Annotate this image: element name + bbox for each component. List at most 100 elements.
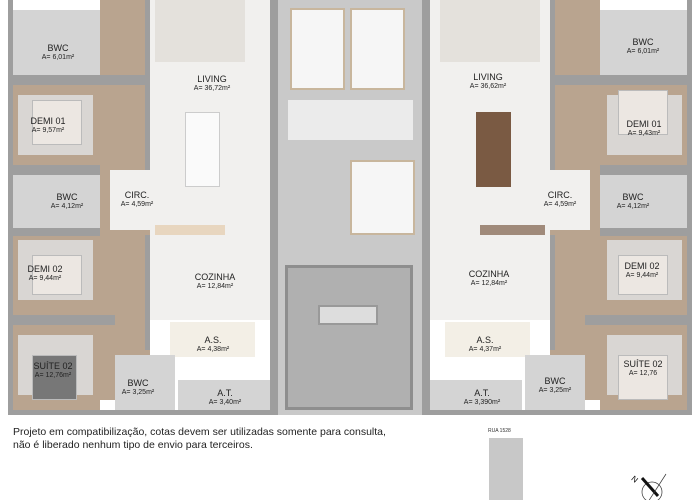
room-area: A= 4,12m² xyxy=(50,203,84,210)
bed xyxy=(32,100,82,145)
wall xyxy=(550,235,555,350)
hall xyxy=(288,100,413,140)
room-area: A= 12,76m² xyxy=(34,372,72,379)
room-name: SUÍTE 02 xyxy=(623,359,663,369)
room-name: CIRC. xyxy=(547,190,573,200)
wall xyxy=(10,410,275,415)
stair-landing xyxy=(318,305,378,325)
bwc-service-floor xyxy=(525,355,585,412)
as-floor xyxy=(445,322,530,357)
room-label: A.S.A= 4,37m² xyxy=(469,336,502,354)
wall xyxy=(10,315,115,325)
room-area: A= 9,57m² xyxy=(31,127,65,134)
compass-letter: N xyxy=(629,474,639,485)
circ-floor xyxy=(110,170,155,230)
room-name: A.T. xyxy=(474,388,490,398)
wall xyxy=(145,0,150,170)
room-area: A= 9,43m² xyxy=(627,130,661,137)
room-name: CIRC. xyxy=(124,190,150,200)
room-name: BWC xyxy=(544,376,566,386)
room-area: A= 4,12m² xyxy=(616,203,650,210)
wall xyxy=(10,165,100,175)
stairs xyxy=(285,265,413,410)
room-name: COZINHA xyxy=(194,272,236,282)
room-area: A= 4,37m² xyxy=(468,346,502,353)
room-name: LIVING xyxy=(197,74,227,84)
room-area: A= 4,59m² xyxy=(543,201,577,208)
room-area: A= 12,84m² xyxy=(470,280,508,287)
wall xyxy=(600,228,690,236)
street-label: RUA 1528 xyxy=(488,428,511,434)
as-floor xyxy=(170,322,255,357)
room-name: DEMI 02 xyxy=(624,261,660,271)
wall xyxy=(550,0,555,170)
wall xyxy=(687,0,692,415)
bed xyxy=(618,355,668,400)
room-name: A.T. xyxy=(217,388,233,398)
room-name: DEMI 01 xyxy=(626,119,662,129)
bed xyxy=(32,355,77,400)
bar-stools xyxy=(480,225,545,235)
dining-table xyxy=(476,112,511,187)
room-area: A= 3,25m² xyxy=(121,389,155,396)
room-label: A.T.A= 3,40m² xyxy=(209,389,242,407)
disclaimer-line: não é liberado nenhum tipo de envio para… xyxy=(13,439,253,451)
room-area: A= 4,38m² xyxy=(196,346,230,353)
disclaimer-note: Projeto em compatibilização, cotas devem… xyxy=(13,426,386,452)
room-area: A= 6,01m² xyxy=(626,48,660,55)
wall xyxy=(600,165,690,175)
room-name: BWC xyxy=(47,43,69,53)
room-name: A.S. xyxy=(476,335,494,345)
north-arrow-icon: N xyxy=(629,473,667,500)
bed xyxy=(32,255,82,295)
room-name: LIVING xyxy=(473,72,503,82)
wall xyxy=(270,0,278,415)
bar-stools xyxy=(155,225,225,235)
room-area: A= 9,44m² xyxy=(28,275,62,282)
room-area: A= 12,76 xyxy=(628,370,658,377)
elevator-shaft xyxy=(350,8,405,90)
room-label: A.T.A= 3,390m² xyxy=(464,389,500,407)
room-area: A= 9,44m² xyxy=(625,272,659,279)
bwc-service-floor xyxy=(115,355,175,412)
room-name: BWC xyxy=(127,378,149,388)
room-area: A= 3,40m² xyxy=(208,399,242,406)
room-area: A= 36,72m² xyxy=(193,85,231,92)
room-label: A.S.A= 4,38m² xyxy=(197,336,230,354)
room-name: DEMI 01 xyxy=(30,116,66,126)
room-name: BWC xyxy=(622,192,644,202)
bwc-suite-floor xyxy=(12,10,100,75)
elevator-shaft xyxy=(290,8,345,90)
room-area: A= 4,59m² xyxy=(120,201,154,208)
bwc-suite-floor xyxy=(600,10,688,75)
sofa-area xyxy=(440,0,540,62)
bwc-floor xyxy=(12,175,100,230)
circ-floor xyxy=(545,170,590,230)
room-name: COZINHA xyxy=(468,269,510,279)
bed xyxy=(618,90,668,135)
room-label: CIRC.A= 4,59m² xyxy=(121,191,154,209)
bwc-floor xyxy=(600,175,688,230)
room-name: SUÍTE 02 xyxy=(33,361,73,371)
bed xyxy=(618,255,668,295)
room-name: BWC xyxy=(56,192,78,202)
elevator-shaft xyxy=(350,160,415,235)
room-area: A= 36,62m² xyxy=(469,83,507,90)
room-name: DEMI 02 xyxy=(27,264,63,274)
